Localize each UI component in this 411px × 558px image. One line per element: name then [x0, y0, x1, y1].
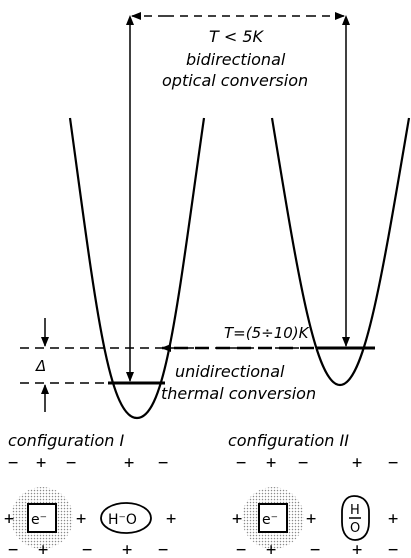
left-potential-well	[68, 117, 206, 420]
config-2-hydroxide-top: H	[350, 503, 360, 518]
config-1-mid-sign-center: +	[76, 509, 86, 529]
config-1-vacancy-electron: e⁻	[31, 512, 47, 528]
config-2-vacancy-box	[258, 503, 288, 533]
config-1-mid-sign-right: +	[166, 509, 176, 529]
thermal-label-line1: unidirectional	[175, 362, 285, 381]
config-2-top-sign-2: +	[266, 453, 276, 473]
config-2-top-sign-3: −	[298, 453, 308, 473]
configuration-1-label: configuration I	[8, 431, 124, 450]
optical-label-line2: optical conversion	[162, 71, 308, 90]
config-1-bottom-sign-1: −	[8, 540, 18, 558]
config-1-top-sign-1: −	[8, 453, 18, 473]
config-1-top-sign-2: +	[36, 453, 46, 473]
config-2-mid-sign-left: +	[232, 509, 242, 529]
config-1-bottom-sign-3: −	[82, 540, 92, 558]
config-2-mid-sign-center: +	[306, 509, 316, 529]
optical-label-line1: bidirectional	[186, 50, 286, 69]
thermal-temperature-label: T=(5÷10)K	[224, 324, 310, 342]
right-potential-well	[270, 117, 411, 387]
config-1-bottom-sign-5: −	[158, 540, 168, 558]
config-2-bottom-sign-5: −	[388, 540, 398, 558]
config-2-vacancy-electron: e⁻	[262, 512, 278, 528]
config-1-hydroxide-molecule	[100, 502, 152, 534]
thermal-label-line2: thermal conversion	[161, 384, 316, 403]
delta-label: Δ	[35, 357, 46, 375]
config-1-vacancy-box	[27, 503, 57, 533]
config-1-mid-sign-left: +	[4, 509, 14, 529]
config-2-bottom-sign-4: +	[352, 540, 362, 558]
configuration-2-label: configuration II	[228, 431, 349, 450]
config-1-hydroxide-label: H⁻O	[108, 512, 137, 528]
config-1-bottom-sign-4: +	[122, 540, 132, 558]
config-1-top-sign-4: +	[124, 453, 134, 473]
config-2-bottom-sign-2: +	[266, 540, 276, 558]
config-2-top-sign-5: −	[388, 453, 398, 473]
config-2-bottom-sign-3: −	[310, 540, 320, 558]
config-2-top-sign-1: −	[236, 453, 246, 473]
config-2-bottom-sign-1: −	[236, 540, 246, 558]
config-1-top-sign-3: −	[66, 453, 76, 473]
low-temperature-label: T < 5K	[209, 27, 265, 46]
config-2-hydroxide-bottom: O	[350, 521, 360, 536]
config-1-top-sign-5: −	[158, 453, 168, 473]
config-1-bottom-sign-2: +	[38, 540, 48, 558]
config-2-top-sign-4: +	[352, 453, 362, 473]
config-2-mid-sign-right: +	[388, 509, 398, 529]
